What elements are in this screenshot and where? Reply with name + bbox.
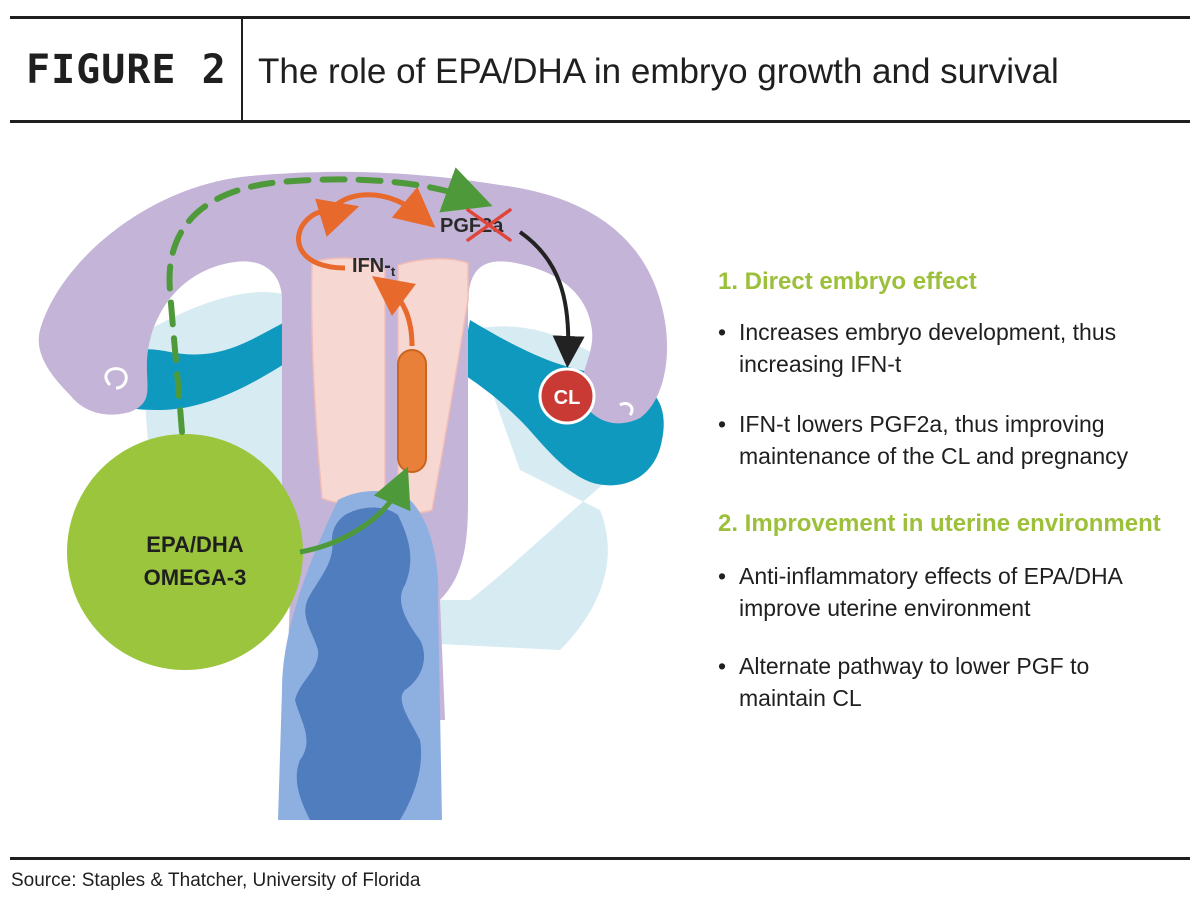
black-arrow-to-cl (518, 230, 585, 368)
ifn-t-main: IFN- (352, 255, 391, 277)
bullet-dot: • (718, 563, 727, 589)
epa-dha-line1: EPA/DHA (146, 532, 243, 557)
cl-label: CL (554, 387, 581, 409)
pgf2a-cross-mark (466, 208, 512, 242)
figure-title: The role of EPA/DHA in embryo growth and… (258, 52, 1059, 91)
orange-loop-arrow (296, 198, 360, 271)
pgf2a-label: PGF2a (440, 215, 504, 237)
orange-arc-to-pgf2a (334, 186, 436, 228)
epa-dha-line2: OMEGA-3 (144, 565, 247, 590)
bullet-text: Increases embryo development, thus increa… (718, 316, 1178, 380)
bullet-line: Increases embryo development, thus (739, 319, 1117, 345)
bullet-dot: • (718, 653, 727, 679)
ifn-t-label: IFN-t (352, 255, 396, 279)
section-title-uterine-environment: 2. Improvement in uterine environment (718, 510, 1161, 537)
section-title-direct-embryo: 1. Direct embryo effect (718, 268, 977, 295)
cl-circle (538, 367, 596, 425)
bullet-item: • IFN-t lowers PGF2a, thus improving main… (718, 408, 1178, 472)
green-arrow-to-embryo (299, 466, 411, 555)
epa-dha-circle (67, 434, 303, 670)
right-fimbria-curl (619, 401, 634, 416)
bullet-line: improve uterine environment (739, 595, 1031, 621)
green-dashed-arrow (166, 167, 493, 435)
header-bottom-rule (10, 120, 1190, 123)
bullet-line: Alternate pathway to lower PGF to (739, 653, 1090, 679)
bullet-text: Alternate pathway to lower PGF to maintai… (718, 650, 1178, 714)
uterus-diagram: CL PGF2a IFN-t EPA/DHA OMEGA-3 (38, 167, 668, 820)
bullet-text: IFN-t lowers PGF2a, thus improving mainte… (718, 408, 1178, 472)
figure-label: FIGURE 2 (26, 47, 227, 93)
bullet-line: IFN-t lowers PGF2a, thus improving (739, 411, 1105, 437)
left-fimbria-curl (104, 367, 128, 390)
footer-rule (10, 857, 1190, 860)
cervix-inner (295, 507, 425, 820)
source-credit: Source: Staples & Thatcher, University o… (11, 870, 421, 891)
bullet-item: • Alternate pathway to lower PGF to maint… (718, 650, 1178, 714)
bullet-line: Anti-inflammatory effects of EPA/DHA (739, 563, 1123, 589)
bullet-dot: • (718, 411, 727, 437)
bullet-line: maintain CL (739, 685, 862, 711)
bullet-item: • Anti-inflammatory effects of EPA/DHA im… (718, 560, 1178, 624)
bullet-line: increasing IFN-t (739, 351, 902, 377)
top-rule (10, 16, 1190, 19)
embryo (397, 349, 427, 473)
orange-arrow-embryo-to-ifn (372, 275, 417, 347)
bullet-text: Anti-inflammatory effects of EPA/DHA impr… (718, 560, 1178, 624)
left-endometrium (310, 257, 386, 505)
header-divider (241, 19, 243, 120)
bullet-item: • Increases embryo development, thus incr… (718, 316, 1178, 380)
bullet-line: maintenance of the CL and pregnancy (739, 443, 1129, 469)
ifn-t-subscript: t (391, 264, 396, 279)
bullet-dot: • (718, 319, 727, 345)
